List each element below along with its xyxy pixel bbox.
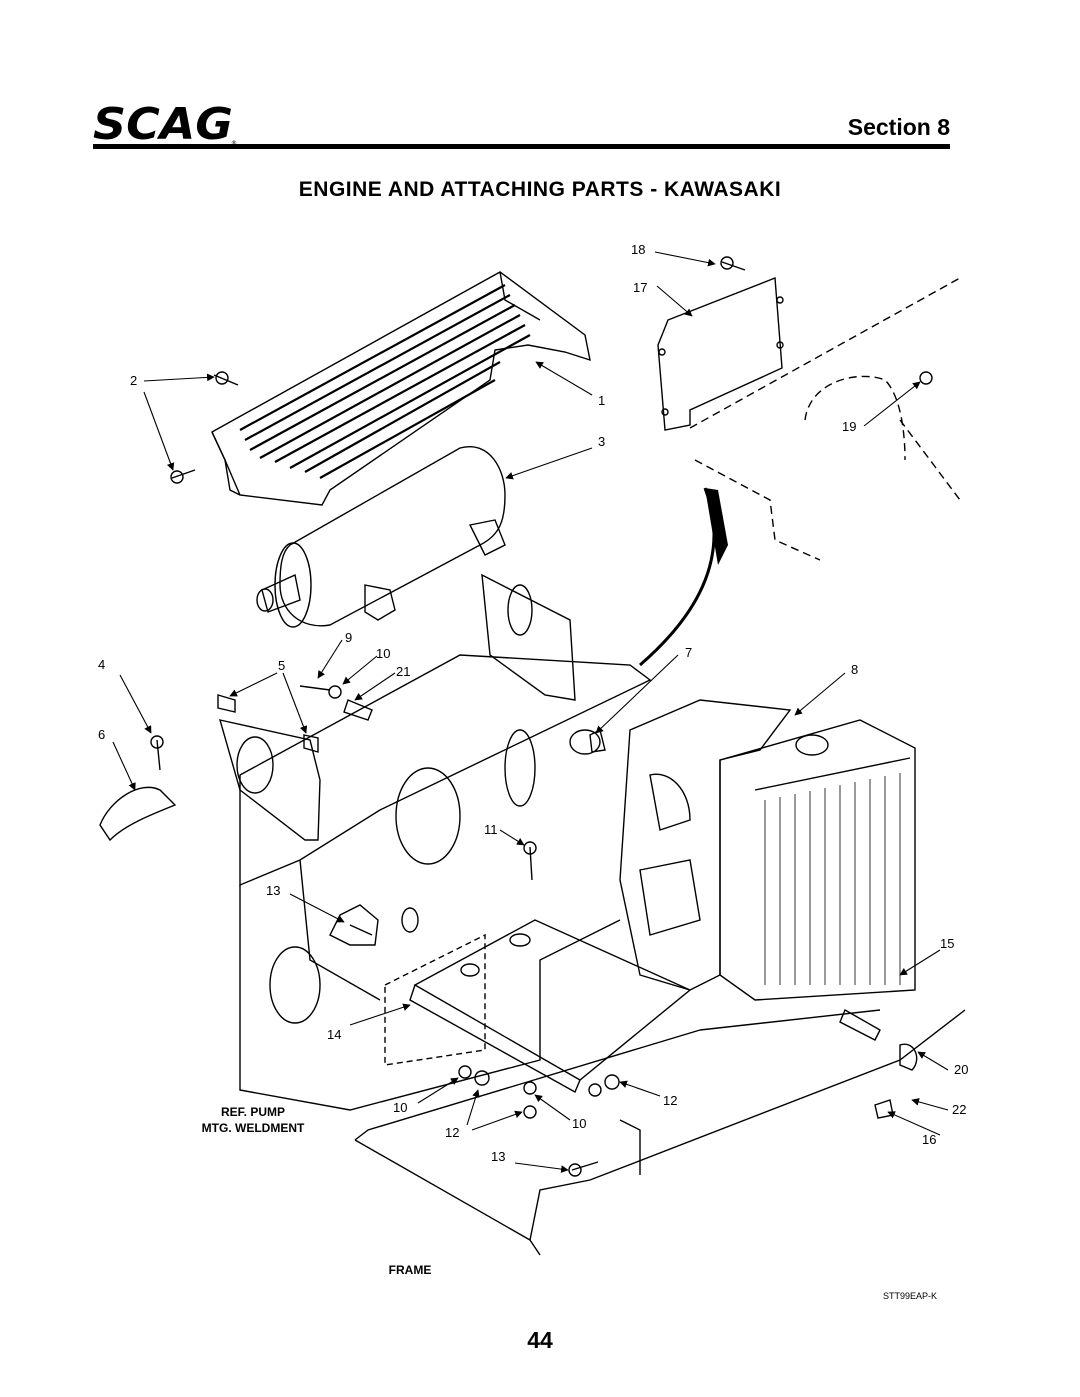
callout-1: 1	[598, 393, 606, 408]
svg-text:®: ®	[231, 140, 237, 147]
mounting-bracket	[657, 277, 784, 431]
ref-pump-label-line2: MTG. WELDMENT	[201, 1121, 305, 1135]
elbow-fitting	[899, 1043, 918, 1071]
callout-10-left: 10	[393, 1100, 408, 1115]
callout-8: 8	[851, 662, 859, 677]
callout-10-right: 10	[572, 1116, 587, 1131]
callout-10-top: 10	[376, 646, 391, 661]
adapter-plate	[219, 573, 576, 841]
drain-plug	[874, 1099, 894, 1119]
callout-20: 20	[954, 1062, 969, 1077]
header-rule	[93, 144, 950, 149]
section-label: Section 8	[847, 114, 950, 140]
ref-pump-label-line1: REF. PUMP	[220, 1105, 285, 1119]
muffler	[256, 446, 506, 628]
callout-15: 15	[940, 936, 955, 951]
callout-19: 19	[842, 419, 857, 434]
page-number: 44	[527, 1327, 553, 1353]
callout-7: 7	[685, 645, 693, 660]
engine-block	[569, 699, 792, 991]
callout-18: 18	[631, 242, 646, 257]
engine-housing	[239, 654, 652, 1111]
engine-deck-outline	[689, 277, 961, 561]
radiator	[719, 719, 916, 1001]
page-title: ENGINE AND ATTACHING PARTS - KAWASAKI	[298, 178, 782, 201]
callout-17: 17	[633, 280, 648, 295]
hose-fitting	[839, 1008, 881, 1041]
callout-14: 14	[327, 1027, 342, 1042]
callout-16: 16	[922, 1132, 937, 1147]
callout-6: 6	[98, 727, 106, 742]
callout-13-top: 13	[266, 883, 281, 898]
callout-21: 21	[396, 664, 411, 679]
assembly-arrow	[639, 487, 716, 667]
callout-11: 11	[484, 822, 498, 837]
leader-lines	[112, 251, 949, 1173]
callout-3: 3	[598, 434, 606, 449]
callout-4: 4	[98, 657, 106, 672]
drawing-number: STT99EAP-K	[883, 1291, 938, 1301]
callout-12-right: 12	[663, 1093, 678, 1108]
callout-12-left: 12	[445, 1125, 460, 1140]
callout-5: 5	[278, 658, 286, 673]
scag-logo: SCAG ®	[93, 99, 237, 147]
ref-pump-label: REF. PUMP MTG. WELDMENT	[178, 1104, 328, 1136]
callout-9: 9	[345, 630, 353, 645]
hardware-bolts	[150, 256, 933, 1177]
exhaust-tube	[99, 786, 177, 842]
svg-text:SCAG: SCAG	[93, 99, 233, 147]
pump-mounting-weldment	[384, 919, 692, 1093]
callout-13-bottom: 13	[491, 1149, 506, 1164]
muffler-guard	[211, 271, 591, 506]
callout-22: 22	[952, 1102, 967, 1117]
callout-2: 2	[130, 373, 138, 388]
frame-label: FRAME	[388, 1263, 432, 1277]
